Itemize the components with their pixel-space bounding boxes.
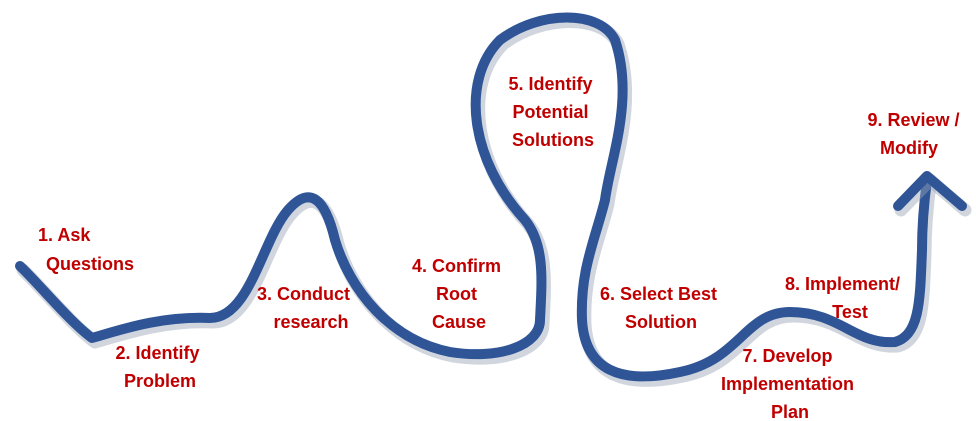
step-label-9: 9. Review / Modify xyxy=(867,110,964,158)
step-label-line: 7. Develop xyxy=(742,346,832,366)
step-label-3: 3. Conduct research xyxy=(257,284,355,332)
step-label-line: Plan xyxy=(771,402,809,421)
step-label-line: 1. Ask xyxy=(38,225,91,245)
step-label-line: Root xyxy=(436,284,477,304)
step-label-2: 2. Identify Problem xyxy=(115,343,204,391)
step-label-line: 6. Select Best xyxy=(600,284,717,304)
step-label-line: Problem xyxy=(124,371,196,391)
step-label-5: 5. Identify Potential Solutions xyxy=(508,74,597,150)
step-label-line: Solution xyxy=(625,312,697,332)
step-label-line: Implementation xyxy=(721,374,854,394)
step-label-line: Modify xyxy=(880,138,938,158)
step-label-line: 9. Review / xyxy=(867,110,959,130)
step-label-1: 1. Ask Questions xyxy=(38,225,134,274)
step-label-line: Test xyxy=(832,302,868,322)
step-label-line: Cause xyxy=(432,312,486,332)
arrowhead xyxy=(893,171,967,211)
step-label-line: 5. Identify xyxy=(508,74,592,94)
step-label-line: research xyxy=(273,312,348,332)
winding-path xyxy=(15,12,972,387)
step-labels: 1. Ask Questions 2. Identify Problem 3. … xyxy=(38,74,964,421)
step-label-4: 4. Confirm Root Cause xyxy=(412,256,506,332)
step-label-line: 4. Confirm xyxy=(412,256,501,276)
step-label-line: 2. Identify xyxy=(115,343,199,363)
step-label-6: 6. Select Best Solution xyxy=(600,284,722,332)
step-label-line: Questions xyxy=(46,254,134,274)
step-label-8: 8. Implement/ Test xyxy=(785,274,905,322)
step-label-7: 7. Develop Implementation Plan xyxy=(721,346,859,421)
path-main xyxy=(15,12,932,382)
step-label-line: 3. Conduct xyxy=(257,284,350,304)
step-label-line: 8. Implement/ xyxy=(785,274,900,294)
step-label-line: Solutions xyxy=(512,130,594,150)
step-label-line: Potential xyxy=(512,102,588,122)
